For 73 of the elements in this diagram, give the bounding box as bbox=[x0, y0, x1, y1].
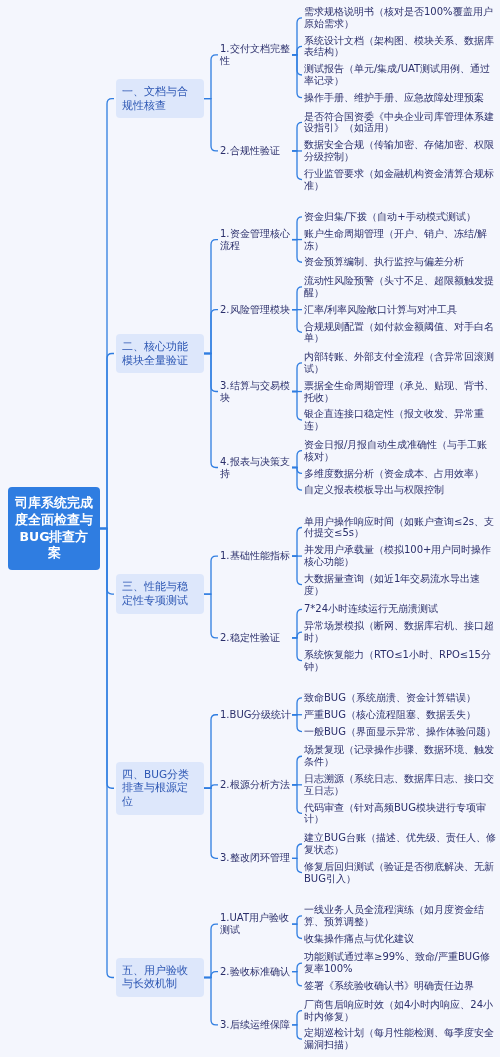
connector-line bbox=[291, 309, 303, 333]
item-text: 数据安全合规（传输加密、存储加密、权限分级控制） bbox=[304, 139, 496, 163]
item-text: 内部转账、外部支付全流程（含异常回滚测试） bbox=[304, 351, 496, 375]
item-text: 合规规则配置（如付款金额阈值、对手白名单） bbox=[304, 320, 496, 345]
item-text: 7*24小时连续运行无崩溃测试 bbox=[304, 603, 496, 616]
item-text: 资金日报/月报自动生成准确性（与手工账核对） bbox=[304, 438, 496, 463]
item-text: 建立BUG台账（描述、优先级、责任人、修复状态） bbox=[304, 832, 496, 856]
subtopic-label: 1.基础性能指标 bbox=[220, 550, 292, 563]
item-text: 签署《系统验收确认书》明确责任边界 bbox=[304, 980, 496, 992]
item-text: 修复后回归测试（验证是否彻底解决、无新BUG引入） bbox=[304, 860, 496, 885]
topic-box: 四、BUG分类排查与根源定位 bbox=[116, 761, 204, 815]
item-text: 功能测试通过率≥99%、致命/严重BUG修复率100% bbox=[304, 951, 496, 975]
connector-line bbox=[291, 238, 303, 263]
connector-line bbox=[291, 1024, 303, 1040]
item-text: 单用户操作响应时间（如账户查询≤2s、支付提交≤5s） bbox=[304, 515, 496, 540]
subtopic-label: 2.验收标准确认 bbox=[220, 965, 292, 978]
connector-line bbox=[291, 466, 303, 491]
item-text: 定期巡检计划（每月性能检测、每季度安全漏洞扫描） bbox=[304, 1027, 496, 1051]
subtopic-label: 3.整改闭环管理 bbox=[220, 852, 292, 865]
connector-line bbox=[291, 923, 303, 940]
connector-line bbox=[291, 857, 303, 874]
item-text: 操作手册、维护手册、应急故障处理预案 bbox=[304, 91, 496, 104]
connector-line bbox=[291, 555, 303, 586]
item-text: 收集操作痛点与优化建议 bbox=[304, 932, 496, 945]
subtopic-label: 2.合规性验证 bbox=[220, 144, 292, 157]
item-text: 异常场景模拟（断网、数据库宕机、接口超时） bbox=[304, 620, 496, 644]
item-text: 并发用户承载量（模拟100+用户同时操作核心功能） bbox=[304, 544, 496, 568]
item-text: 代码审查（针对高频BUG模块进行专项审计） bbox=[304, 801, 496, 826]
connector-line bbox=[291, 784, 303, 815]
connector-line bbox=[291, 390, 303, 421]
item-text: 一线业务人员全流程演练（如月度资金结算、预算调整） bbox=[304, 904, 496, 928]
connector-line bbox=[291, 970, 303, 987]
topic-box: 二、核心功能模块全量验证 bbox=[116, 333, 204, 374]
item-text: 汇率/利率风险敞口计算与对冲工具 bbox=[304, 303, 496, 316]
item-text: 需求规格说明书（核对是否100%覆盖用户原始需求） bbox=[304, 6, 496, 30]
subtopic-label: 2.根源分析方法 bbox=[220, 778, 292, 791]
item-text: 系统恢复能力（RTO≤1小时、RPO≤15分钟） bbox=[304, 648, 496, 673]
connector-line bbox=[291, 714, 303, 733]
item-text: 票据全生命周期管理（承兑、贴现、背书、托收） bbox=[304, 379, 496, 404]
item-text: 资金归集/下拨（自动+手动模式测试） bbox=[304, 210, 496, 223]
item-text: 场景复现（记录操作步骤、数据环境、触发条件） bbox=[304, 744, 496, 769]
item-text: 日志溯源（系统日志、数据库日志、接口交互日志） bbox=[304, 773, 496, 797]
subtopic-label: 1.UAT用户验收测试 bbox=[220, 912, 292, 937]
subtopic-label: 2.风险管理模块 bbox=[220, 303, 292, 316]
subtopic-label: 3.后续运维保障 bbox=[220, 1018, 292, 1031]
item-text: 大数据量查询（如近1年交易流水导出速度） bbox=[304, 572, 496, 597]
item-text: 是否符合国资委《中央企业司库管理体系建设指引》（如适用） bbox=[304, 110, 496, 135]
topic-box: 三、性能与稳定性专项测试 bbox=[116, 574, 204, 614]
connector-line bbox=[291, 54, 303, 99]
connector-line bbox=[291, 150, 303, 181]
subtopic-label: 3.结算与交易模块 bbox=[220, 379, 292, 404]
item-text: 系统设计文档（架构图、模块关系、数据库表结构） bbox=[304, 34, 496, 59]
item-text: 行业监管要求（如金融机构资金清算合规标准） bbox=[304, 167, 496, 192]
item-text: 资金预算编制、执行监控与偏差分析 bbox=[304, 256, 496, 269]
subtopic-label: 4.报表与决策支持 bbox=[220, 455, 292, 480]
item-text: 账户生命周期管理（开户、销户、冻结/解冻） bbox=[304, 227, 496, 252]
item-text: 测试报告（单元/集成/UAT测试用例、通过率记录） bbox=[304, 63, 496, 87]
item-text: 自定义报表模板导出与权限控制 bbox=[304, 484, 496, 497]
subtopic-label: 1.交付文档完整性 bbox=[220, 42, 292, 67]
topic-box: 五、用户验收与长效机制 bbox=[116, 957, 204, 998]
subtopic-label: 1.BUG分级统计 bbox=[220, 708, 292, 721]
topic-box: 一、文档与合规性核查 bbox=[116, 79, 204, 119]
item-text: 一般BUG（界面显示异常、操作体验问题） bbox=[304, 725, 496, 738]
item-text: 多维度数据分析（资金成本、占用效率） bbox=[304, 467, 496, 480]
item-text: 厂商售后响应时效（如4小时内响应、24小时内修复） bbox=[304, 998, 496, 1023]
item-text: 银企直连接口稳定性（报文收发、异常重连） bbox=[304, 408, 496, 432]
subtopic-label: 1.资金管理核心流程 bbox=[220, 227, 292, 252]
item-text: 流动性风险预警（头寸不足、超限额触发提醒） bbox=[304, 275, 496, 299]
subtopic-label: 2.稳定性验证 bbox=[220, 631, 292, 644]
central-topic: 司库系统完成度全面检查与BUG排查方案 bbox=[8, 486, 100, 571]
item-text: 致命BUG（系统崩溃、资金计算错误） bbox=[304, 692, 496, 704]
item-text: 严重BUG（核心流程阻塞、数据丢失） bbox=[304, 708, 496, 721]
connector-line bbox=[291, 637, 303, 662]
